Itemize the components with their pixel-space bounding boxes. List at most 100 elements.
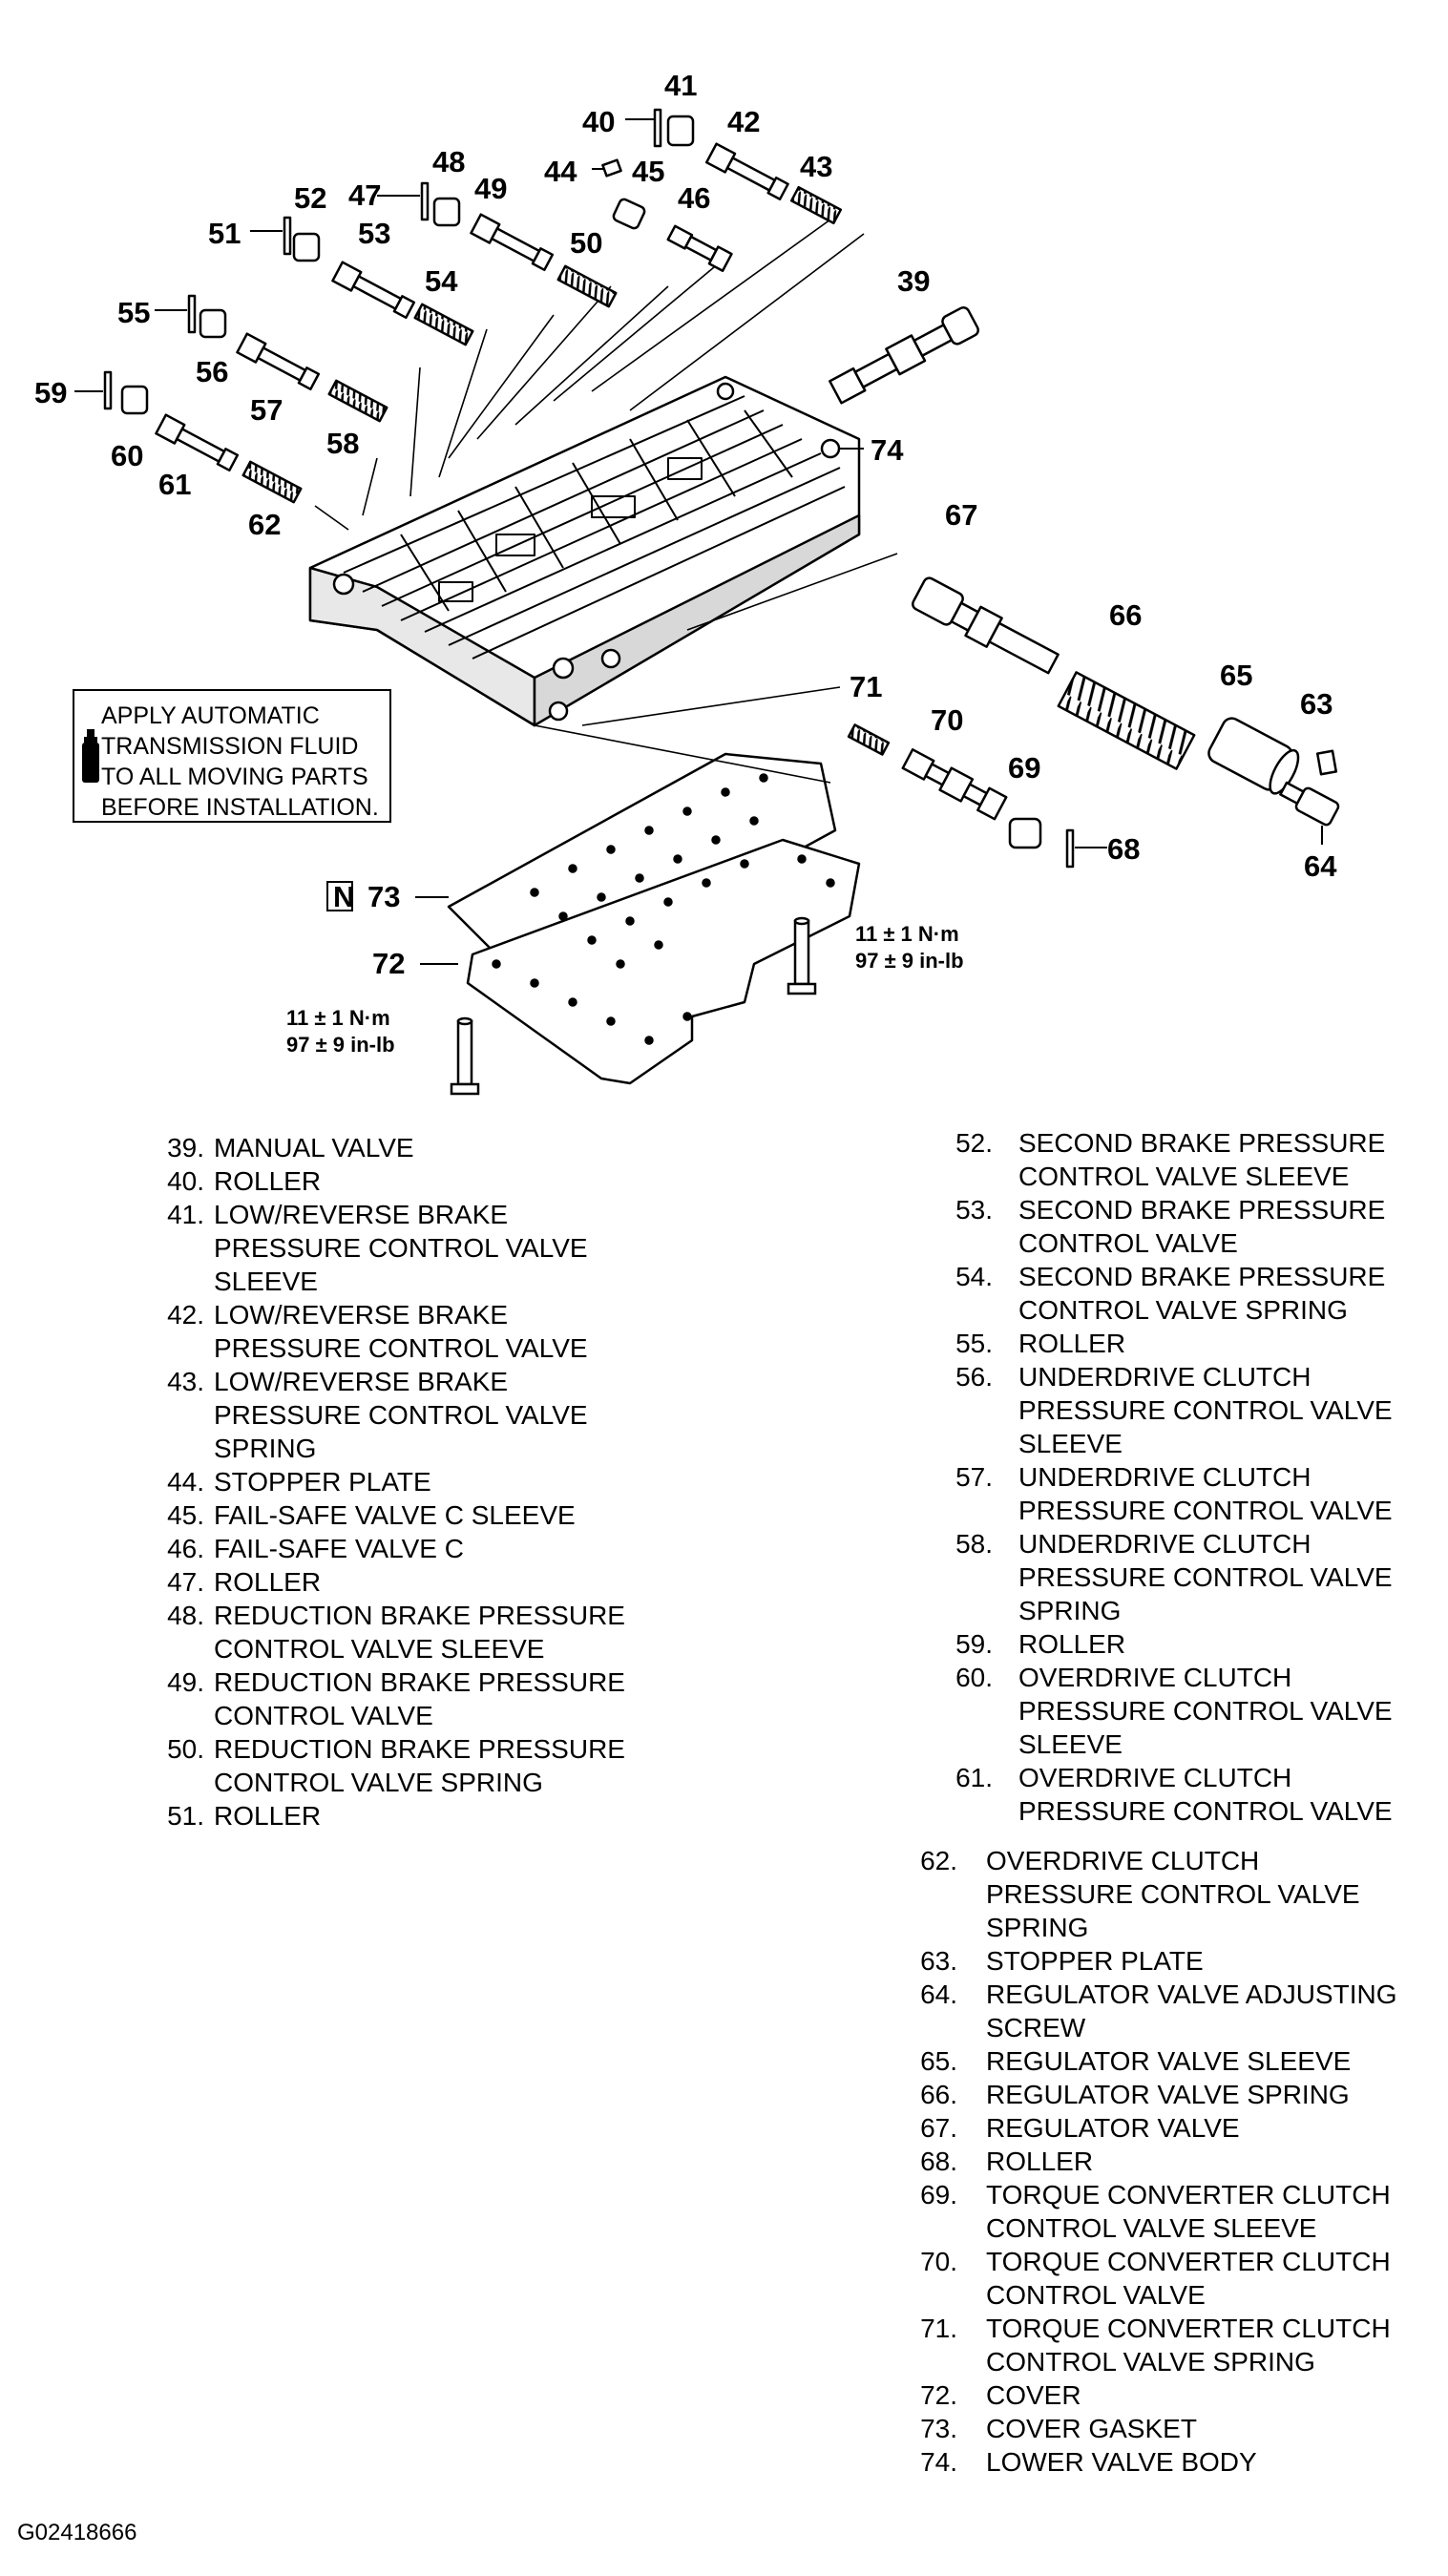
- legend-item-text: REDUCTION BRAKE PRESSURE CONTROL VALVE S…: [214, 1734, 625, 1797]
- callout-66: 66: [1109, 598, 1142, 632]
- callout-45: 45: [632, 155, 664, 188]
- legend-item-text: LOW/REVERSE BRAKE PRESSURE CONTROL VALVE…: [214, 1367, 588, 1463]
- legend-item-number: 40.: [167, 1166, 204, 1196]
- callout-39: 39: [897, 264, 930, 298]
- lower-valve-body: [308, 375, 861, 727]
- legend-item-number: 50.: [167, 1734, 204, 1764]
- callout-53: 53: [358, 217, 390, 250]
- legend-item-number: 52.: [955, 1128, 993, 1158]
- legend-item: 39.MANUAL VALVE: [145, 1131, 756, 1164]
- callout-57: 57: [250, 393, 283, 427]
- legend-item-number: 55.: [955, 1329, 993, 1358]
- legend-item-number: 67.: [920, 2113, 957, 2143]
- callout-44: 44: [544, 155, 577, 188]
- callout-74: 74: [871, 433, 904, 467]
- legend-item-number: 43.: [167, 1367, 204, 1396]
- callout-52: 52: [294, 181, 326, 215]
- legend-item: 57.UNDERDRIVE CLUTCH PRESSURE CONTROL VA…: [897, 1460, 1432, 1527]
- callout-ticks: [74, 118, 1323, 965]
- legend-item-text: COVER GASKET: [986, 2414, 1197, 2443]
- callout-61: 61: [158, 468, 191, 501]
- legend-item-number: 53.: [955, 1195, 993, 1225]
- legend-item: 41.LOW/REVERSE BRAKE PRESSURE CONTROL VA…: [145, 1198, 756, 1298]
- callout-72: 72: [372, 947, 405, 980]
- callout-71: 71: [850, 670, 882, 703]
- callout-63: 63: [1300, 687, 1333, 721]
- legend-item-text: MANUAL VALVE: [214, 1133, 414, 1162]
- legend-item: 49.REDUCTION BRAKE PRESSURE CONTROL VALV…: [145, 1665, 756, 1732]
- legend-item-text: COVER: [986, 2380, 1081, 2410]
- cover-bolt-right: [787, 916, 817, 995]
- cover-gasket: [447, 752, 861, 1085]
- legend-item-number: 63.: [920, 1946, 957, 1976]
- legend-item-number: 62.: [920, 1846, 957, 1875]
- legend-item: 68.ROLLER: [864, 2145, 1427, 2178]
- legend-item-text: REGULATOR VALVE: [986, 2113, 1240, 2143]
- legend-item-number: 59.: [955, 1629, 993, 1659]
- callout-55: 55: [117, 296, 150, 329]
- legend-item-number: 49.: [167, 1667, 204, 1697]
- callout-51: 51: [208, 217, 241, 250]
- callout-59: 59: [34, 376, 67, 409]
- legend-item-text: ROLLER: [214, 1567, 322, 1597]
- legend-item-text: ROLLER: [214, 1166, 322, 1196]
- callout-67: 67: [945, 498, 977, 532]
- legend-item: 42.LOW/REVERSE BRAKE PRESSURE CONTROL VA…: [145, 1298, 756, 1365]
- legend-item: 64. REGULATOR VALVE ADJUSTING SCREW: [864, 1978, 1427, 2044]
- callout-64: 64: [1304, 849, 1337, 883]
- callout-58: 58: [326, 427, 359, 460]
- legend-item: 52.SECOND BRAKE PRESSURE CONTROL VALVE S…: [897, 1126, 1432, 1193]
- legend-item: 48.REDUCTION BRAKE PRESSURE CONTROL VALV…: [145, 1599, 756, 1665]
- legend-item-number: 56.: [955, 1362, 993, 1392]
- callout-54: 54: [425, 264, 458, 298]
- legend-item: 54.SECOND BRAKE PRESSURE CONTROL VALVE S…: [897, 1260, 1432, 1327]
- legend-item: 58.UNDERDRIVE CLUTCH PRESSURE CONTROL VA…: [897, 1527, 1432, 1627]
- legend-item: 71.TORQUE CONVERTER CLUTCH CONTROL VALVE…: [864, 2312, 1427, 2378]
- legend-item-number: 41.: [167, 1200, 204, 1229]
- legend-item: 72.COVER: [864, 2378, 1427, 2412]
- legend-item-number: 69.: [920, 2180, 957, 2209]
- legend-item: 46.FAIL-SAFE VALVE C: [145, 1532, 756, 1565]
- fluid-bottle-icon: [82, 729, 99, 783]
- legend-item: 53.SECOND BRAKE PRESSURE CONTROL VALVE: [897, 1193, 1432, 1260]
- cover-bolt-left: [450, 1016, 480, 1096]
- fluid-note-text: APPLY AUTOMATIC TRANSMISSION FLUID TO AL…: [101, 702, 379, 821]
- legend-item-text: LOW/REVERSE BRAKE PRESSURE CONTROL VALVE: [214, 1300, 588, 1363]
- torque-left-inlb: 97 ± 9 in-lb: [286, 1033, 395, 1057]
- legend-item-number: 61.: [955, 1763, 993, 1792]
- legend-item: 55.ROLLER: [897, 1327, 1432, 1360]
- legend-item-number: 45.: [167, 1500, 204, 1530]
- callout-73: 73: [367, 880, 400, 913]
- fluid-note: APPLY AUTOMATIC TRANSMISSION FLUID TO AL…: [73, 689, 391, 823]
- legend-item-number: 64.: [920, 1979, 957, 2009]
- callout-42: 42: [727, 105, 760, 138]
- legend-item: 66. REGULATOR VALVE SPRING: [864, 2078, 1427, 2111]
- callout-43: 43: [800, 150, 832, 183]
- legend-item-number: 66.: [920, 2080, 957, 2109]
- legend-item-text: OVERDRIVE CLUTCH PRESSURE CONTROL VALVE …: [986, 1846, 1360, 1942]
- legend-item-text: ROLLER: [214, 1801, 322, 1831]
- legend-item: 73. COVER GASKET: [864, 2412, 1427, 2445]
- legend-item-text: TORQUE CONVERTER CLUTCH CONTROL VALVE SL…: [986, 2180, 1391, 2243]
- callout-56: 56: [196, 355, 228, 388]
- legend-item-text: STOPPER PLATE: [214, 1467, 431, 1497]
- legend-item: 63. STOPPER PLATE: [864, 1944, 1427, 1978]
- callout-50: 50: [570, 226, 602, 260]
- legend-item-text: TORQUE CONVERTER CLUTCH CONTROL VALVE SP…: [986, 2314, 1391, 2377]
- valve-parts: [103, 108, 1340, 869]
- legend-item-text: REGULATOR VALVE ADJUSTING SCREW: [986, 1979, 1397, 2042]
- torque-right-inlb: 97 ± 9 in-lb: [855, 949, 964, 973]
- new-part-marker-box: [326, 881, 353, 911]
- legend-item-text: TORQUE CONVERTER CLUTCH CONTROL VALVE: [986, 2247, 1391, 2310]
- legend-item-number: 73.: [920, 2414, 957, 2443]
- legend-item: 47.ROLLER: [145, 1565, 756, 1599]
- legend-item-number: 44.: [167, 1467, 204, 1497]
- callout-65: 65: [1220, 659, 1252, 692]
- legend-item-text: REGULATOR VALVE SPRING: [986, 2080, 1350, 2109]
- leader-lines: [314, 219, 898, 784]
- callout-49: 49: [474, 172, 507, 205]
- legend-item-text: STOPPER PLATE: [986, 1946, 1204, 1976]
- legend-item: 74.LOWER VALVE BODY: [864, 2445, 1427, 2479]
- legend-item-number: 74.: [920, 2447, 957, 2477]
